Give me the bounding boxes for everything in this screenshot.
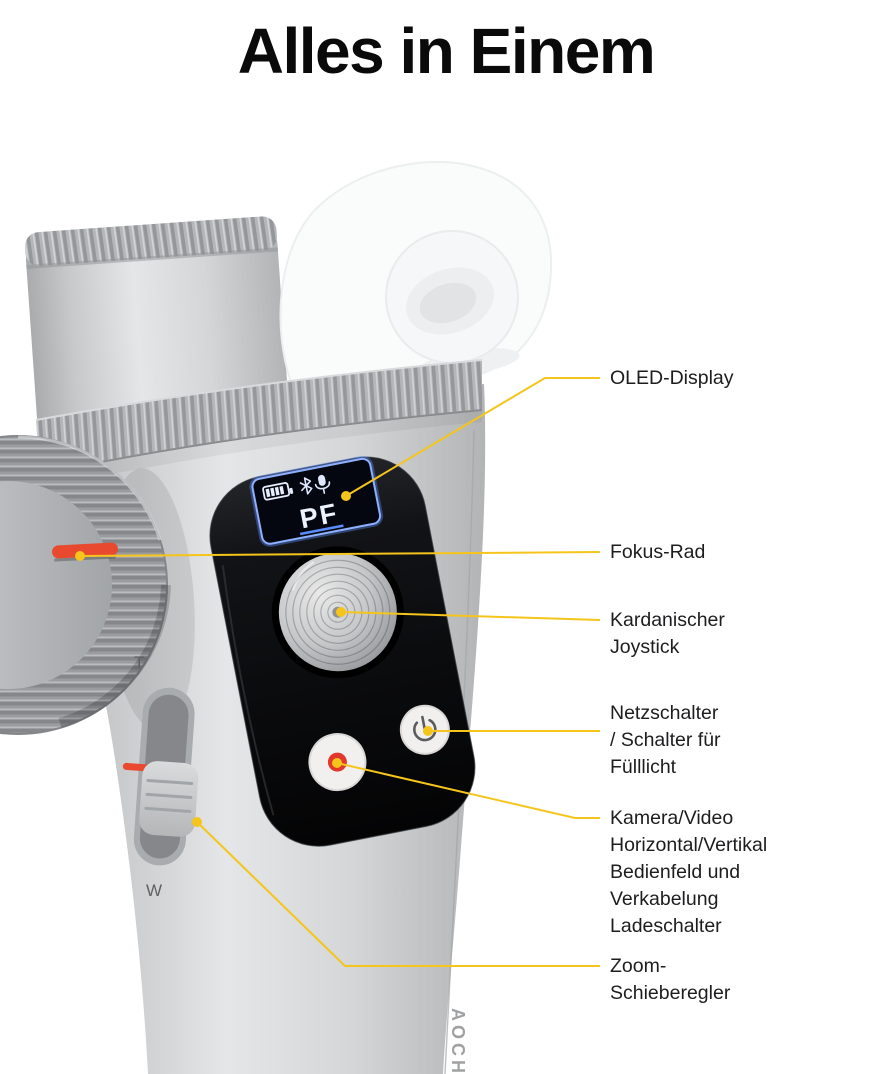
leader-line-oled	[345, 377, 600, 497]
annotation-dots	[75, 491, 433, 827]
brand-text: AOCHUAN	[448, 1008, 468, 1074]
leader-line-joystick	[340, 611, 601, 621]
zoom-slider	[122, 687, 199, 866]
power-icon	[413, 715, 437, 742]
roll-motor-assembly	[279, 160, 553, 392]
leader-dot-joystick	[336, 607, 346, 617]
annotation-label-zoom-slider: Zoom- Schieberegler	[610, 955, 731, 1004]
zoom-slider-knob	[139, 761, 199, 837]
page-title: Alles in Einem	[237, 15, 656, 87]
leader-dot-oled	[341, 491, 351, 501]
annotation-label-focus-wheel: Fokus-Rad	[610, 541, 706, 563]
zoom-tele-marker: T	[134, 653, 144, 672]
leader-dot-camera	[332, 758, 342, 768]
leader-line-focus	[79, 551, 601, 557]
battery-icon	[262, 482, 294, 501]
leader-dot-focus	[75, 551, 85, 561]
leader-dot-zoom	[192, 817, 202, 827]
annotation-lines	[79, 377, 601, 967]
oled-display: PF	[249, 455, 384, 547]
annotation-label-power-switch: Netzschalter / Schalter für Fülllicht	[610, 702, 721, 778]
focus-wheel	[0, 435, 171, 735]
zoom-wide-marker: W	[146, 881, 162, 900]
leader-line-camera	[336, 762, 600, 819]
annotation-label-gimbal-joystick: Kardanischer Joystick	[610, 609, 725, 658]
focus-wheel-mark	[52, 542, 118, 559]
leader-dot-power	[423, 726, 433, 736]
mic-icon	[314, 474, 331, 494]
annotation-label-oled-display: OLED-Display	[610, 367, 734, 389]
display-underline	[299, 524, 344, 536]
bluetooth-icon	[299, 477, 313, 495]
leader-line-zoom	[196, 821, 600, 967]
annotation-label-camera-video-controls: Kamera/Video Horizontal/Vertikal Bedienf…	[610, 807, 768, 937]
joystick	[271, 546, 404, 679]
knurled-ring	[35, 359, 483, 488]
